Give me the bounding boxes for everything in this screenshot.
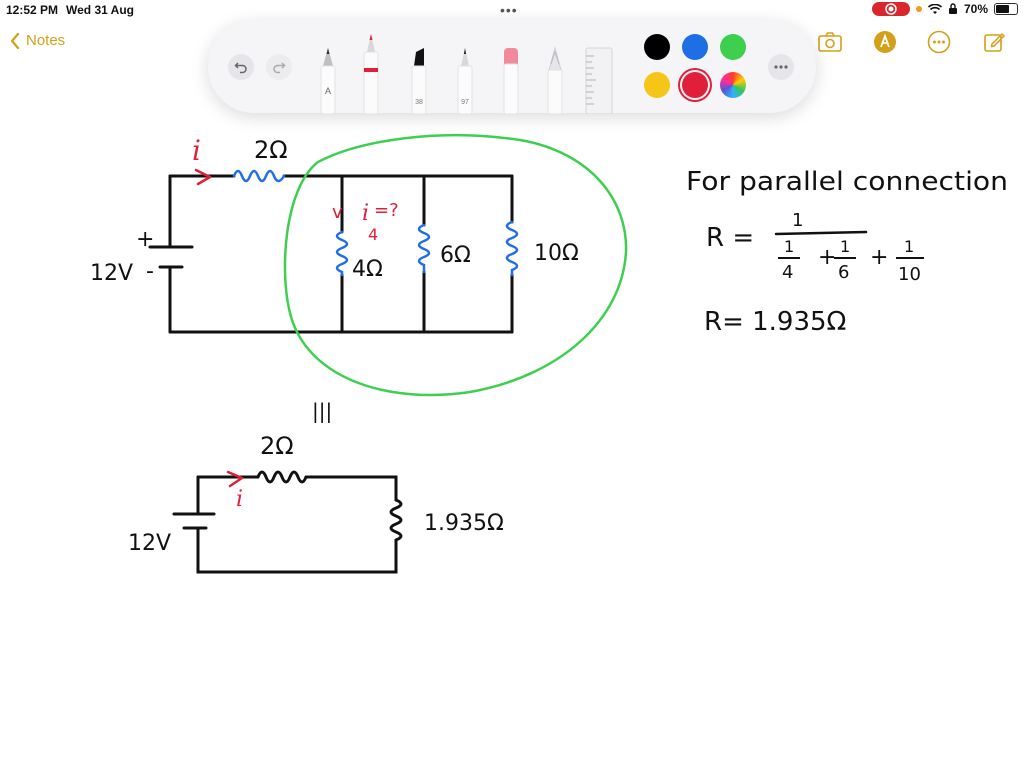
color-swatch-yellow[interactable]: [644, 72, 670, 98]
battery-percent: 70%: [963, 2, 988, 16]
lock-rotation-icon: [948, 3, 957, 14]
toolbar-more-button[interactable]: [768, 54, 794, 80]
current-label-bottom: i: [236, 487, 243, 512]
plus-2: +: [870, 245, 888, 270]
resistor-2ohm-top: [232, 169, 286, 183]
highlighter-tool[interactable]: 38: [406, 44, 432, 114]
color-swatch-black[interactable]: [644, 34, 670, 60]
eraser-tool[interactable]: [498, 46, 524, 114]
heading-parallel: For parallel connection: [686, 167, 1008, 197]
plus-sign: +: [136, 227, 154, 252]
bottom-circuit: [172, 470, 403, 574]
top-circuit: [148, 174, 514, 334]
formula-numerator: 1: [792, 210, 803, 231]
status-date: Wed 31 Aug: [66, 3, 135, 17]
back-label: Notes: [26, 32, 66, 49]
voltage-top-label: 12V: [90, 261, 133, 286]
undo-button[interactable]: [228, 54, 254, 80]
ellipsis-icon: [774, 65, 788, 69]
r-eq-bottom-label: 1.935Ω: [424, 511, 504, 536]
location-dot-icon: [915, 6, 922, 12]
current-arrow-top: [194, 168, 212, 186]
i4-subscript: 4: [368, 225, 378, 244]
compose-icon[interactable]: [982, 30, 1006, 54]
pencil-tool[interactable]: [542, 46, 568, 114]
current-arrow-bottom: [226, 470, 244, 488]
wifi-icon: [927, 3, 942, 14]
back-to-notes-button[interactable]: Notes: [10, 32, 65, 49]
parallel-group-circle: [283, 134, 628, 397]
fineliner-tool[interactable]: 97: [452, 44, 478, 114]
equivalent-marks: |||: [312, 399, 332, 423]
battery-icon: [994, 3, 1018, 15]
more-icon[interactable]: [927, 30, 951, 54]
frac1-num: 1: [784, 237, 794, 256]
r-series-top-label: 2Ω: [254, 136, 288, 164]
highlighter-size-label: 38: [415, 99, 423, 106]
i4-question: =?: [374, 200, 399, 221]
color-swatch-green[interactable]: [720, 34, 746, 60]
frac2-num: 1: [840, 237, 850, 256]
multitasking-dots[interactable]: •••: [500, 2, 518, 18]
record-icon: [885, 3, 897, 15]
undo-icon: [234, 62, 247, 74]
minus-sign: -: [146, 259, 154, 284]
markup-toolbar: A 38 97: [208, 20, 816, 114]
resistors-top: [232, 169, 519, 277]
resistor-10ohm: [505, 220, 519, 277]
formula-lhs: R =: [706, 223, 754, 253]
ruler-tool[interactable]: [584, 46, 614, 114]
voltage-bottom-label: 12V: [128, 531, 171, 556]
battery-level: [996, 5, 1009, 13]
voltage-v-label: v: [332, 202, 343, 223]
r2-label: 6Ω: [440, 243, 471, 268]
resistor-4ohm: [335, 230, 349, 277]
frac2-den: 6: [838, 262, 849, 283]
camera-icon[interactable]: [817, 30, 843, 54]
status-right: 70%: [871, 2, 1018, 16]
pen-size-label: A: [325, 86, 331, 96]
r-series-bottom-label: 2Ω: [260, 432, 294, 460]
color-swatch-red-selected[interactable]: [682, 72, 708, 98]
frac1-den: 4: [782, 262, 793, 283]
formula-fraction-bar: [774, 230, 868, 236]
markup-icon[interactable]: [873, 30, 897, 54]
marker-tool[interactable]: [358, 30, 384, 114]
plus-1: +: [818, 245, 836, 270]
chevron-left-icon: [10, 32, 20, 49]
color-picker-multicolor[interactable]: [720, 72, 746, 98]
frac3-den: 10: [898, 264, 921, 285]
screen-recording-indicator[interactable]: [871, 2, 910, 16]
r3-label: 10Ω: [534, 241, 579, 266]
current-label-top: i: [192, 134, 201, 167]
fineliner-size-label: 97: [461, 99, 469, 106]
pen-tool[interactable]: A: [315, 46, 341, 114]
frac3-num: 1: [904, 237, 914, 256]
redo-button[interactable]: [266, 54, 292, 80]
status-time: 12:52 PM: [6, 3, 59, 17]
status-bar: 12:52 PM Wed 31 Aug ••• 70%: [0, 0, 1024, 20]
resistor-6ohm: [417, 223, 431, 274]
result-line: R= 1.935Ω: [704, 307, 846, 337]
r1-label: 4Ω: [352, 257, 383, 282]
redo-icon: [273, 62, 286, 74]
i4-label: i: [362, 201, 369, 226]
color-swatch-blue[interactable]: [682, 34, 708, 60]
